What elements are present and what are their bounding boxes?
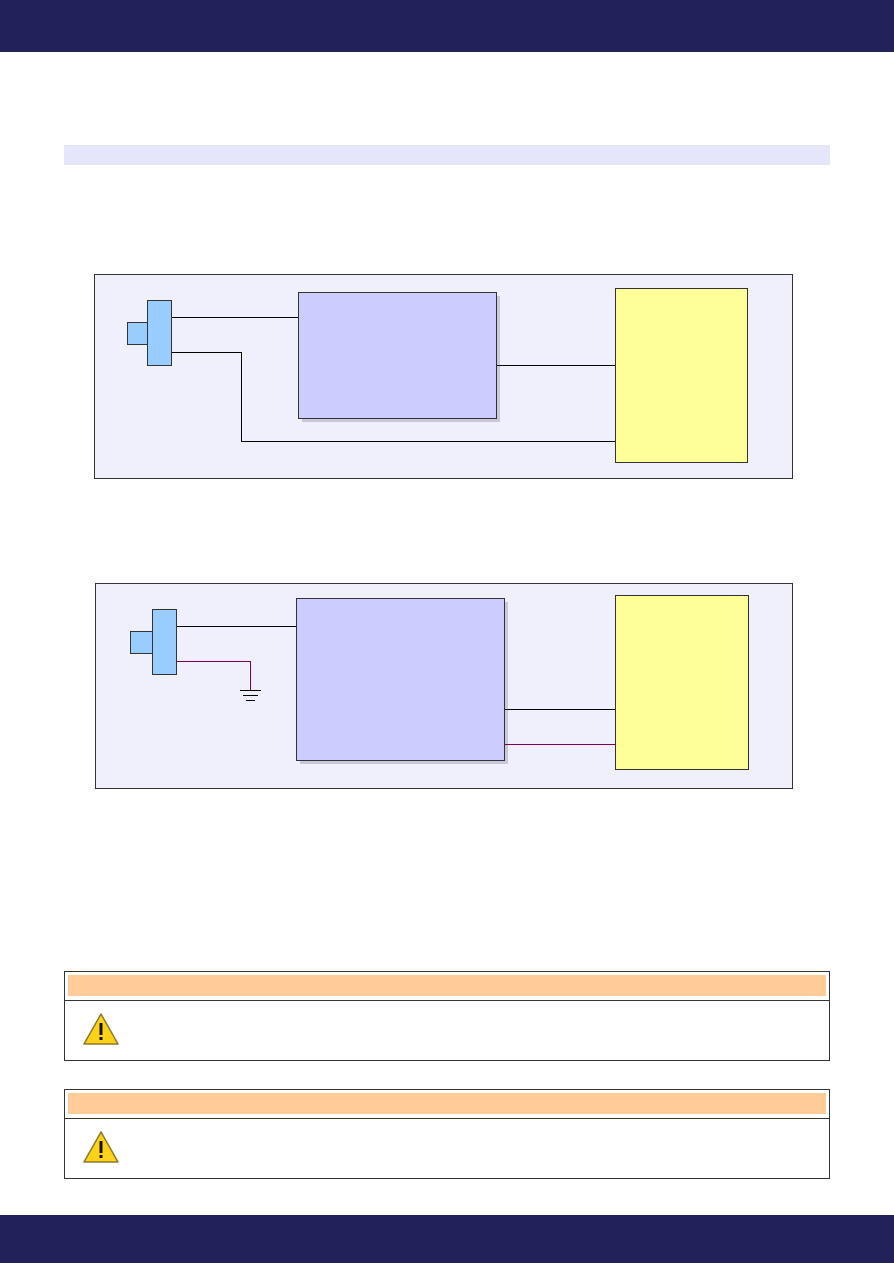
wiring-diagram-1 — [94, 274, 793, 479]
warning-triangle-icon — [83, 1013, 119, 1045]
controller-block — [615, 288, 748, 463]
connector-tab — [127, 322, 149, 345]
warning-header-band — [68, 975, 826, 996]
warning-header-band — [68, 1093, 826, 1114]
warning-triangle-icon — [83, 1131, 119, 1163]
warning-divider — [65, 1000, 829, 1001]
page-footer-bar — [0, 1215, 894, 1263]
ground-wire — [177, 661, 251, 690]
section-heading-band — [64, 145, 830, 165]
controller-block — [615, 595, 749, 770]
module-block — [298, 292, 497, 419]
wiring-diagram-2 — [95, 583, 793, 789]
module-block — [296, 598, 505, 761]
page-header-bar — [0, 0, 894, 52]
warning-box — [64, 1089, 830, 1179]
ground-symbol — [240, 690, 261, 701]
connector-body — [152, 609, 177, 675]
connector-body — [147, 300, 172, 366]
signal-wire — [172, 352, 615, 442]
warning-box — [64, 971, 830, 1061]
connector-tab — [130, 631, 153, 654]
warning-divider — [65, 1118, 829, 1119]
